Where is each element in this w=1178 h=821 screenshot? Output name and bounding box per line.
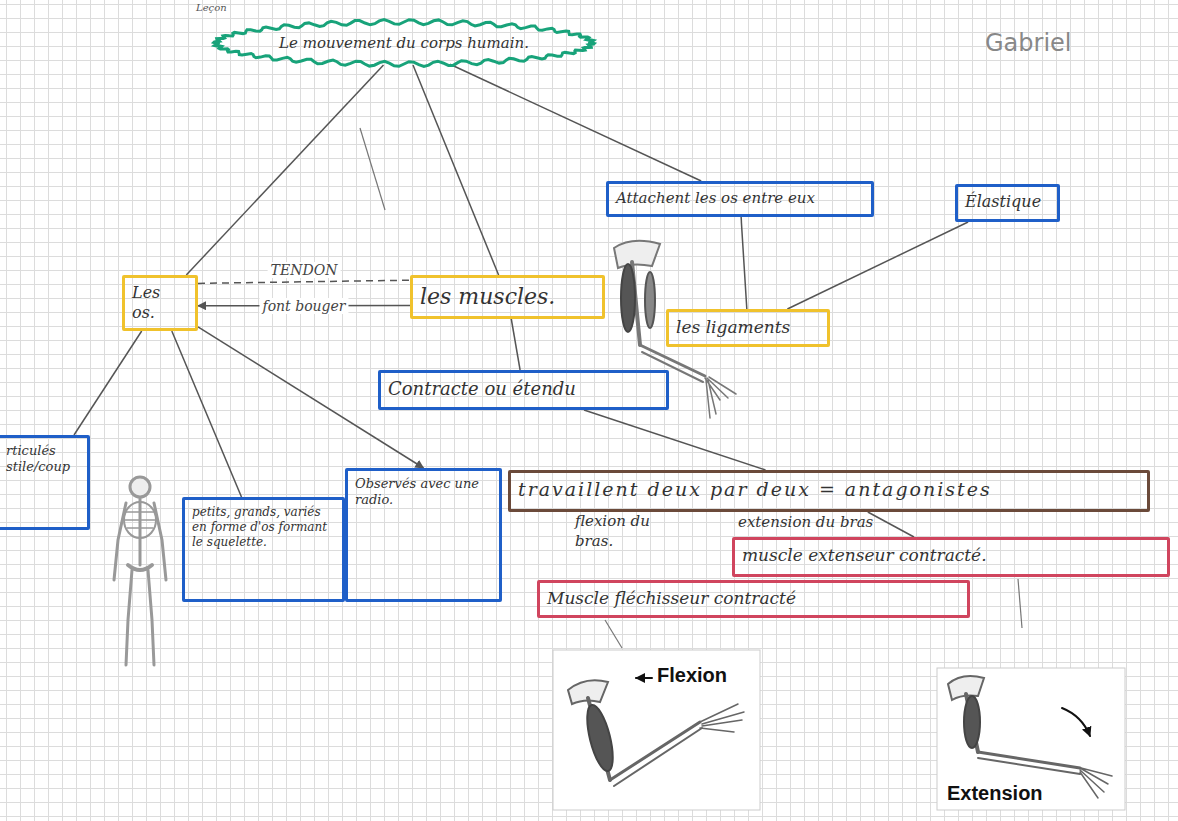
connector-line xyxy=(787,222,968,309)
muscle-box: Muscle fléchisseur contracté xyxy=(537,580,970,618)
connector-line xyxy=(741,217,747,309)
leader-line xyxy=(360,128,1022,648)
detail-box: Attachent les os entre eux xyxy=(606,181,874,217)
detail-box: rticulés stile/coup xyxy=(0,435,90,530)
flexion-figure xyxy=(553,650,760,810)
connector-line xyxy=(74,331,142,435)
muscle-box: muscle extenseur contracté. xyxy=(732,537,1170,577)
edge-label: font bouger xyxy=(259,298,348,314)
title-oval: Le mouvement du corps humain. xyxy=(212,18,596,68)
figure-label: Extension xyxy=(947,780,1043,806)
node-text: les ligaments xyxy=(676,317,820,338)
node-text: Les os. xyxy=(132,283,188,323)
lesson-note: Leçon xyxy=(196,1,227,14)
detail-box: Observés avec une radio. xyxy=(345,468,502,602)
connector-line xyxy=(172,331,242,497)
node-text: Muscle fléchisseur contracté xyxy=(547,588,960,609)
node-text: rticulés stile/coup xyxy=(6,443,80,476)
annotation: extension du bras xyxy=(738,513,873,533)
author-name: Gabriel xyxy=(985,28,1072,59)
node-text: petits, grands, variés en forme d'os for… xyxy=(192,505,335,550)
connector-line xyxy=(186,65,383,275)
node-text: Contracte ou étendu xyxy=(388,378,659,401)
concept-box: les muscles. xyxy=(410,275,605,319)
extension-figure xyxy=(937,668,1125,810)
concept-box: Les os. xyxy=(122,275,198,331)
node-text: les muscles. xyxy=(420,283,595,311)
node-text: Élastique xyxy=(965,192,1050,212)
connector-line xyxy=(450,64,701,181)
node-text: Observés avec une radio. xyxy=(355,476,492,509)
detail-box: Élastique xyxy=(955,184,1060,222)
concept-box: les ligaments xyxy=(666,309,830,347)
node-text: Le mouvement du corps humain. xyxy=(279,34,529,53)
connector-line xyxy=(584,410,766,470)
oval-outline xyxy=(214,20,594,67)
node-text: Attachent les os entre eux xyxy=(616,189,864,208)
node-text: travaillent deux par deux = antagonistes xyxy=(518,478,1140,502)
detail-box: Contracte ou étendu xyxy=(378,370,669,410)
detail-box: petits, grands, variés en forme d'os for… xyxy=(182,497,345,602)
skeleton-figure xyxy=(114,477,166,665)
antagonist-box: travaillent deux par deux = antagonistes xyxy=(508,470,1150,512)
connector-line xyxy=(198,280,410,283)
annotation: flexion du bras. xyxy=(575,512,653,551)
connector-line xyxy=(413,65,499,275)
connector-line xyxy=(868,512,914,537)
connector-line xyxy=(511,319,520,371)
node-text: muscle extenseur contracté. xyxy=(742,545,1160,566)
edge-label: TENDON xyxy=(268,262,341,278)
figure-label: Flexion xyxy=(657,662,727,688)
